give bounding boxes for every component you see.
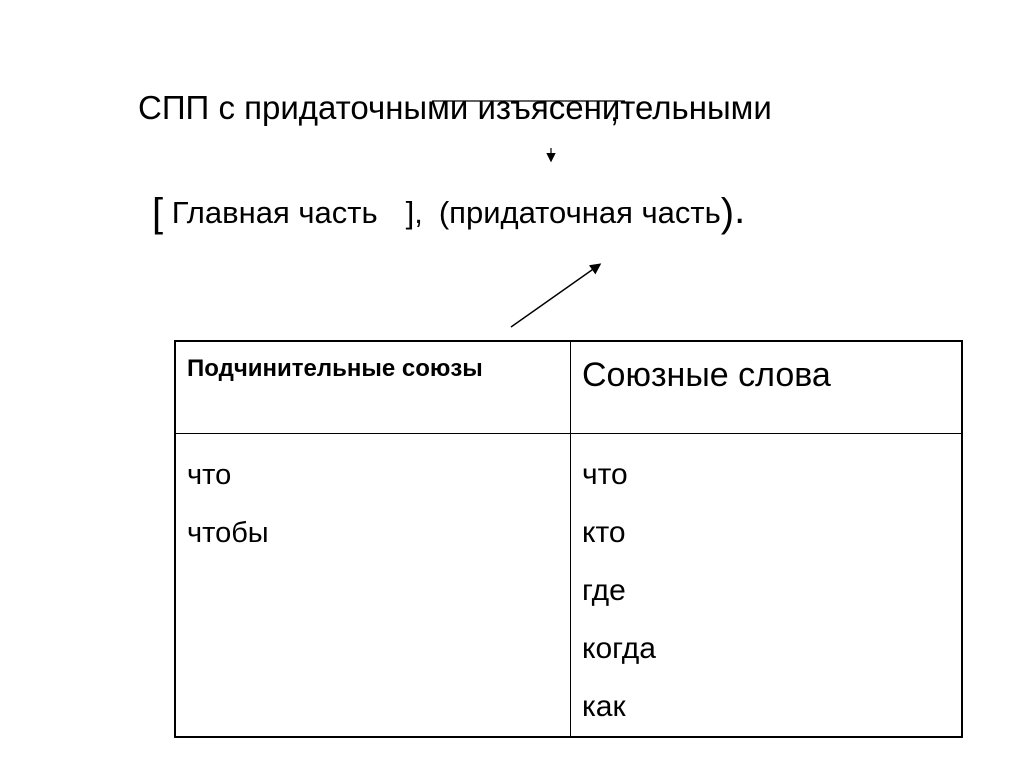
sentence-scheme: [ Главная часть], (придаточная часть). [152, 186, 745, 237]
slide-title: СПП с придаточными изъясенительными [138, 89, 772, 126]
table-body-row: что чтобы что кто где когда как [174, 432, 963, 737]
scheme-end-dot: . [734, 188, 746, 232]
header-allied-words: Союзные слова [582, 356, 831, 394]
main-part-close-bracket: ], [405, 195, 423, 230]
diagonal-arrow [510, 263, 602, 328]
header-conjunctions: Подчинительные союзы [187, 355, 483, 382]
allied-words-list: что кто где когда как [571, 434, 961, 736]
title-comma: , [610, 91, 620, 128]
conjunctions-list: что чтобы [176, 434, 570, 562]
subordinate-part-close-paren: ) [720, 191, 735, 235]
table-header-row: Подчинительные союзы Союзные слова [174, 340, 963, 434]
list-item: чтобы [187, 516, 269, 549]
header-allied-words-cell: Союзные слова [570, 340, 963, 434]
allied-words-cell: что кто где когда как [570, 432, 963, 737]
conjunctions-table: Подчинительные союзы Союзные слова что ч… [174, 340, 963, 738]
main-part-label: Главная часть [171, 195, 378, 230]
list-item: что [582, 457, 628, 491]
list-item: где [582, 573, 626, 607]
list-item: как [582, 689, 626, 723]
subordinate-part-label: (придаточная часть [438, 195, 721, 230]
conjunctions-cell: что чтобы [174, 432, 571, 737]
list-item: когда [582, 631, 656, 665]
header-conjunctions-cell: Подчинительные союзы [174, 340, 571, 434]
main-part-open-bracket: [ [152, 191, 164, 235]
list-item: что [187, 458, 232, 491]
list-item: кто [582, 515, 626, 549]
